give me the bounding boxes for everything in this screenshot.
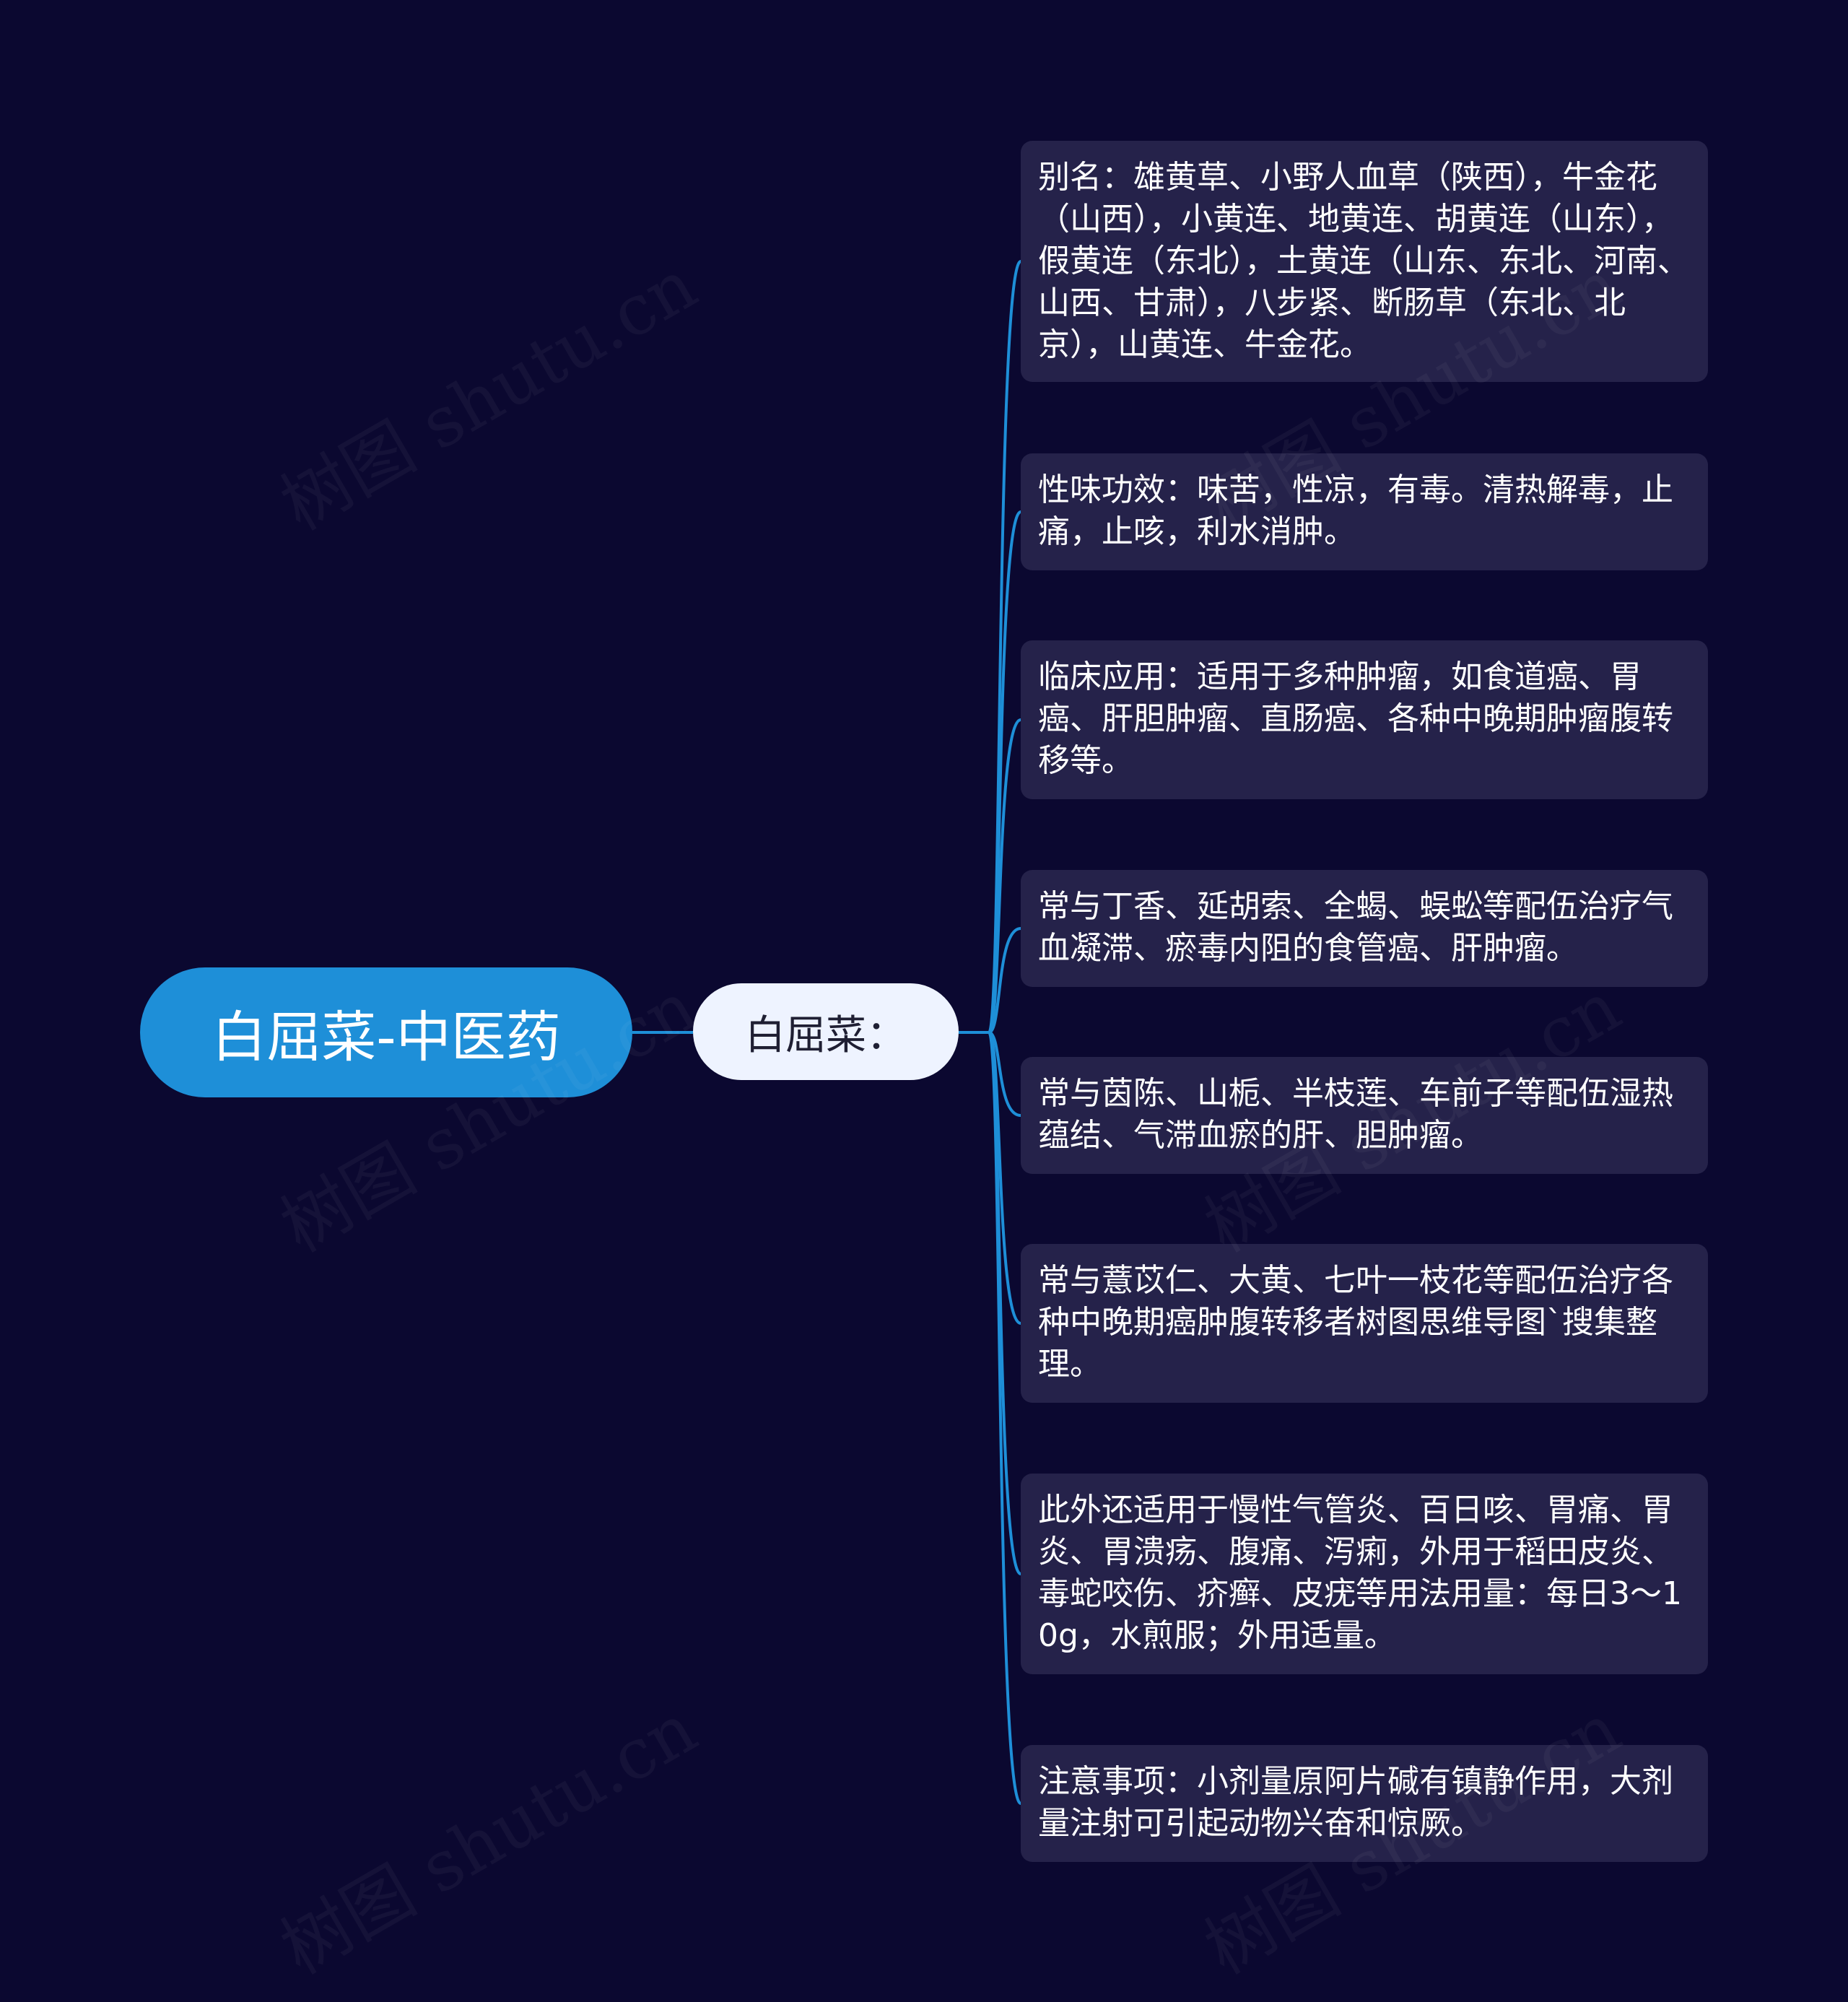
branch-node[interactable]: 白屈菜： [693,983,959,1080]
leaf-text: 性味功效：味苦，性凉，有毒。清热解毒，止痛，止咳，利水消肿。 [1038,471,1673,550]
leaf-text: 注意事项：小剂量原阿片碱有镇静作用，大剂量注射可引起动物兴奋和惊厥。 [1038,1763,1673,1842]
leaf-text: 常与丁香、延胡索、全蝎、蜈蚣等配伍治疗气血凝滞、瘀毒内阻的食管癌、肝肿瘤。 [1038,888,1673,967]
leaf-connector-3 [988,927,1021,1034]
leaf-text: 此外还适用于慢性气管炎、百日咳、胃痛、胃炎、胃溃疡、腹痛、泻痢，外用于稻田皮炎、… [1038,1492,1682,1654]
leaf-node-nature-effect[interactable]: 性味功效：味苦，性凉，有毒。清热解毒，止痛，止咳，利水消肿。 [1021,453,1708,570]
leaf-connector-4 [988,1031,1021,1117]
root-node[interactable]: 白屈菜-中医药 [140,967,632,1097]
leaf-node-combo-esophageal[interactable]: 常与丁香、延胡索、全蝎、蜈蚣等配伍治疗气血凝滞、瘀毒内阻的食管癌、肝肿瘤。 [1021,870,1708,987]
leaf-node-clinical-use[interactable]: 临床应用：适用于多种肿瘤，如食道癌、胃癌、肝胆肿瘤、直肠癌、各种中晚期肿瘤腹转移… [1021,640,1708,799]
leaf-node-other-uses-dosage[interactable]: 此外还适用于慢性气管炎、百日咳、胃痛、胃炎、胃溃疡、腹痛、泻痢，外用于稻田皮炎、… [1021,1474,1708,1674]
leaf-node-combo-liver[interactable]: 常与茵陈、山栀、半枝莲、车前子等配伍湿热蕴结、气滞血瘀的肝、胆肿瘤。 [1021,1057,1708,1174]
leaf-connectors [988,260,1022,1805]
leaf-text: 别名：雄黄草、小野人血草（陕西），牛金花（山西），小黄连、地黄连、胡黄连（山东）… [1038,159,1689,363]
leaf-text: 常与薏苡仁、大黄、七叶一枝花等配伍治疗各种中晚期癌肿腹转移者树图思维导图`搜集整… [1038,1262,1673,1383]
leaf-node-alias[interactable]: 别名：雄黄草、小野人血草（陕西），牛金花（山西），小黄连、地黄连、胡黄连（山东）… [1021,141,1708,382]
leaf-text: 临床应用：适用于多种肿瘤，如食道癌、胃癌、肝胆肿瘤、直肠癌、各种中晚期肿瘤腹转移… [1038,658,1673,779]
leaf-node-precautions[interactable]: 注意事项：小剂量原阿片碱有镇静作用，大剂量注射可引起动物兴奋和惊厥。 [1021,1745,1708,1862]
leaf-connector-7 [988,1031,1022,1805]
leaf-text: 常与茵陈、山栀、半枝莲、车前子等配伍湿热蕴结、气滞血瘀的肝、胆肿瘤。 [1038,1075,1673,1154]
leaf-connector-2 [988,718,1021,1034]
branch-label: 白屈菜： [745,1011,907,1059]
leaf-node-combo-metastasis[interactable]: 常与薏苡仁、大黄、七叶一枝花等配伍治疗各种中晚期癌肿腹转移者树图思维导图`搜集整… [1021,1244,1708,1403]
root-label: 白屈菜-中医药 [212,1005,561,1069]
